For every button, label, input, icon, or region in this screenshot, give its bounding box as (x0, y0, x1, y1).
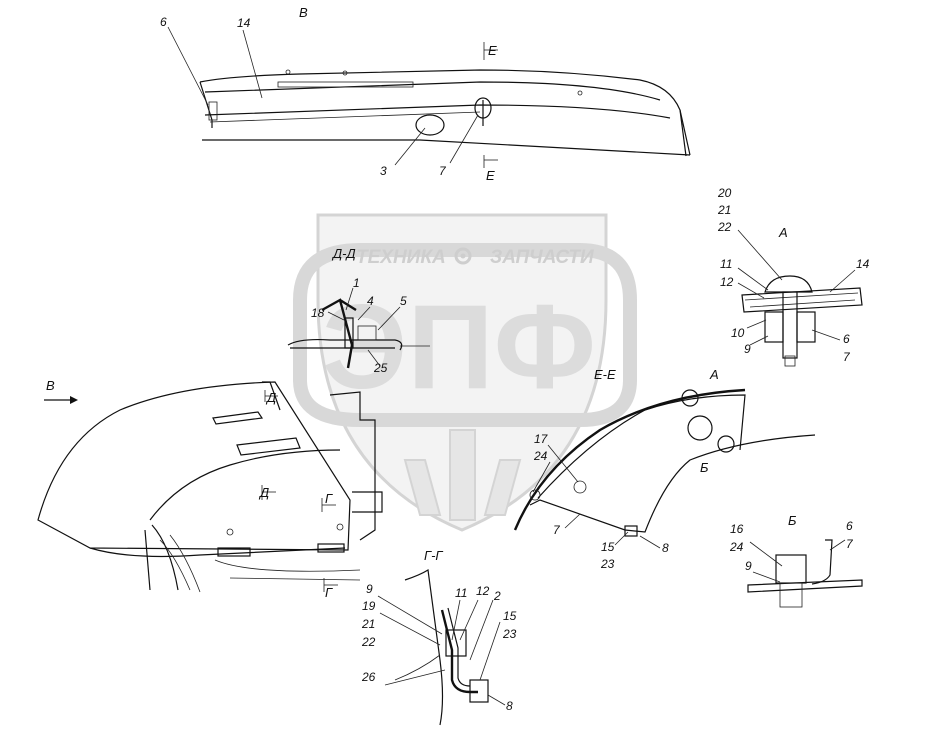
main-panel-view: В Д Д Г Г (37, 378, 383, 600)
callout-b-24: 24 (729, 540, 744, 554)
detail-a: А 20 21 22 11 12 14 10 9 6 7 (717, 186, 870, 367)
callout-a-21: 21 (717, 203, 731, 217)
mark-e-bottom: Е (486, 168, 495, 183)
watermark-wheat (403, 429, 522, 521)
callout-dd-18: 18 (311, 306, 325, 320)
mark-a-callout: А (709, 367, 719, 382)
title-detail-b: Б (788, 513, 797, 528)
callout-b-9: 9 (745, 559, 752, 573)
section-gg: Г-Г 9 19 21 22 11 12 2 15 23 26 8 (361, 548, 517, 726)
callout-gg-12: 12 (476, 584, 490, 598)
callout-b-6: 6 (846, 519, 853, 533)
watermark-ring (293, 243, 637, 427)
callout-gg-9: 9 (366, 582, 373, 596)
callout-a-9: 9 (744, 342, 751, 356)
callout-a-7: 7 (843, 350, 851, 364)
callout-top-6: 6 (160, 15, 167, 29)
title-detail-a: А (778, 225, 788, 240)
title-section-dd: Д-Д (331, 246, 356, 261)
callout-ee-24: 24 (533, 449, 548, 463)
mark-b-callout: Б (700, 460, 709, 475)
callout-a-22: 22 (717, 220, 732, 234)
mark-b-arrow: В (46, 378, 55, 393)
callout-ee-7: 7 (553, 523, 561, 537)
callout-top-7: 7 (439, 164, 447, 178)
callout-gg-19: 19 (362, 599, 376, 613)
mark-g-top: Г (325, 491, 333, 506)
callout-a-6: 6 (843, 332, 850, 346)
mark-d-top: Д (265, 390, 276, 405)
callout-a-11: 11 (720, 257, 732, 271)
watermark-logo-letters: ЭПФ (322, 280, 596, 414)
watermark-right-text: ЗАПЧАСТИ (490, 247, 594, 268)
callout-a-20: 20 (717, 186, 732, 200)
callout-dd-4: 4 (367, 294, 374, 308)
section-ee: Е-Е 17 24 7 15 23 8 А Б (513, 367, 816, 571)
callout-dd-25: 25 (373, 361, 388, 375)
callout-gg-23: 23 (502, 627, 517, 641)
mark-g-bottom: Г (325, 585, 333, 600)
gear-icon (454, 247, 472, 265)
callout-gg-8: 8 (506, 699, 513, 713)
title-section-ee: Е-Е (594, 367, 616, 382)
callout-b-16: 16 (730, 522, 744, 536)
callout-top-14: 14 (237, 16, 251, 30)
callout-gg-2: 2 (493, 589, 501, 603)
callout-top-3: 3 (380, 164, 387, 178)
watermark-left-text: ТЕХНИКА (356, 247, 446, 268)
callout-gg-26: 26 (361, 670, 376, 684)
mark-d-bottom: Д (258, 485, 269, 500)
title-section-gg: Г-Г (424, 548, 443, 563)
callout-dd-5: 5 (400, 294, 407, 308)
callout-ee-15: 15 (601, 540, 615, 554)
callout-a-14: 14 (856, 257, 870, 271)
callout-gg-11: 11 (455, 586, 467, 600)
top-view-b: В 6 14 3 7 Е Е (160, 5, 691, 183)
watermark: ТЕХНИКА ЗАПЧАСТИ ЭПФ (293, 213, 637, 532)
title-view-b: В (299, 5, 308, 20)
detail-b: Б 16 24 6 7 9 (729, 513, 863, 608)
callout-dd-1: 1 (353, 276, 360, 290)
callout-gg-15: 15 (503, 609, 517, 623)
callout-ee-17: 17 (534, 432, 549, 446)
callout-a-10: 10 (731, 326, 745, 340)
callout-gg-21: 21 (361, 617, 375, 631)
callout-gg-22: 22 (361, 635, 376, 649)
watermark-shield (316, 213, 608, 532)
callout-ee-8: 8 (662, 541, 669, 555)
mark-e-top: Е (488, 43, 497, 58)
callout-ee-23: 23 (600, 557, 615, 571)
callout-a-12: 12 (720, 275, 734, 289)
callout-b-7: 7 (846, 537, 854, 551)
section-dd: Д-Д 1 18 4 5 25 (287, 246, 430, 375)
